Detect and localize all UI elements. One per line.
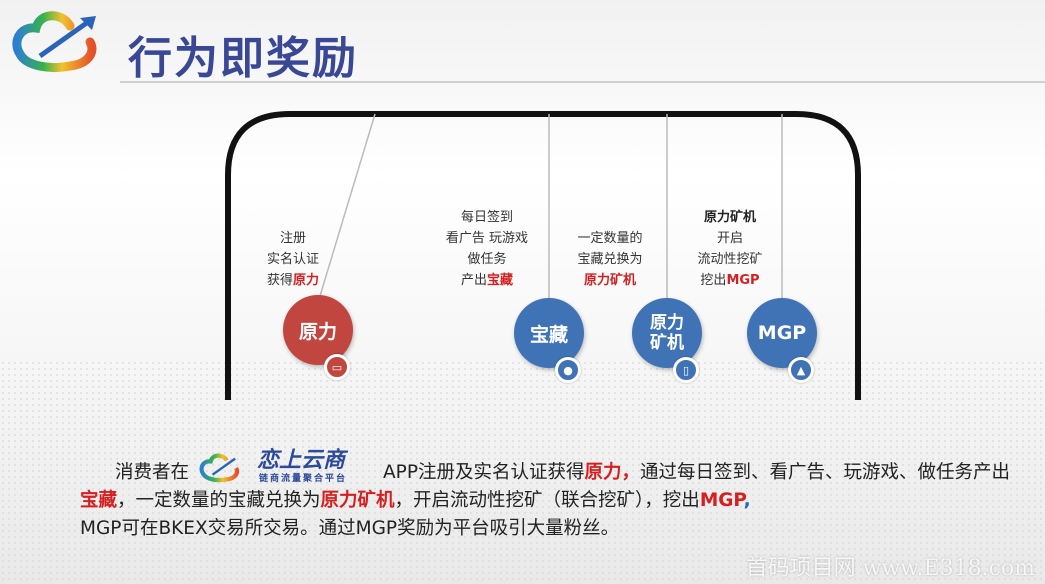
cloud-logo-icon [199, 453, 240, 483]
text-line: 流动性挖矿 [697, 252, 763, 267]
highlight: MGP [699, 490, 744, 511]
text: ，开启流动性挖矿（联合挖矿），挖出 [394, 490, 700, 511]
text-line: 宝藏兑换为 [577, 252, 643, 267]
highlight: 原力 [293, 273, 320, 288]
circle-yuanli: 原力 [283, 295, 353, 365]
wechat-icon: ● [555, 357, 581, 383]
title-divider [120, 81, 1045, 83]
text-line: 获得 [266, 273, 293, 288]
highlight: 宝藏 [487, 273, 514, 288]
text: 通过每日签到、看广告、玩游戏、做任务产出 [640, 462, 1011, 483]
brand-logo: 恋上云商链商流量聚合平台 [191, 448, 381, 486]
text-line: 每日签到 [460, 210, 513, 225]
page-title: 行为即奖励 [128, 33, 358, 84]
circle-label: 原力 [650, 313, 684, 333]
text-line: 实名认证 [266, 252, 319, 267]
step-text-baozang: 每日签到 看广告 玩游戏 做任务 产出宝藏 [417, 207, 557, 291]
text: APP注册及实名认证获得 [383, 462, 585, 483]
highlight: 原力， [584, 462, 640, 483]
text-line: 挖出 [700, 273, 727, 288]
text: MGP可在BKEX交易所交易。通过MGP奖励为平台吸引大量粉丝。 [80, 518, 620, 539]
text-line: 做任务 [467, 252, 507, 267]
text-line: 原力矿机 [703, 210, 756, 225]
screen-icon: ▭ [324, 354, 350, 380]
circle-baozang: 宝藏 [514, 298, 584, 368]
circle-mgp: MGP [747, 298, 817, 368]
android-icon: ▲ [788, 357, 814, 383]
text: , [743, 490, 751, 511]
cloud-logo-icon [12, 11, 97, 72]
highlight: MGP [726, 273, 760, 288]
highlight: 原力矿机 [320, 490, 395, 511]
step-text-mgp: 原力矿机 开启 流动性挖矿 挖出MGP [660, 207, 800, 291]
text-line: 一定数量的 [577, 231, 643, 246]
circle-label: 矿机 [650, 333, 684, 353]
frame-and-pendulum-lines [225, 111, 861, 400]
text: 消费者在 [115, 462, 190, 483]
text-line: 注册 [279, 231, 306, 246]
brand-name: 恋上云商 [257, 448, 346, 473]
circle-miner: 原力矿机 [632, 298, 702, 368]
phone-icon: ▯ [673, 357, 699, 383]
step-text-yuanli: 注册 实名认证 获得原力 [223, 228, 363, 291]
watermark: 首码项目网 www.E318.com [745, 556, 1035, 581]
world-map-background [0, 360, 1045, 584]
text-line: 看广告 玩游戏 [445, 231, 529, 246]
brand-tagline: 链商流量聚合平台 [259, 474, 348, 484]
highlight: 原力矿机 [583, 273, 636, 288]
step-text-miner: 一定数量的 宝藏兑换为 原力矿机 [540, 228, 680, 291]
text-line: 开启 [716, 231, 743, 246]
text-line: 产出 [460, 273, 487, 288]
highlight: 宝藏 [80, 490, 118, 511]
text: ，一定数量的宝藏兑换为 [117, 490, 321, 511]
